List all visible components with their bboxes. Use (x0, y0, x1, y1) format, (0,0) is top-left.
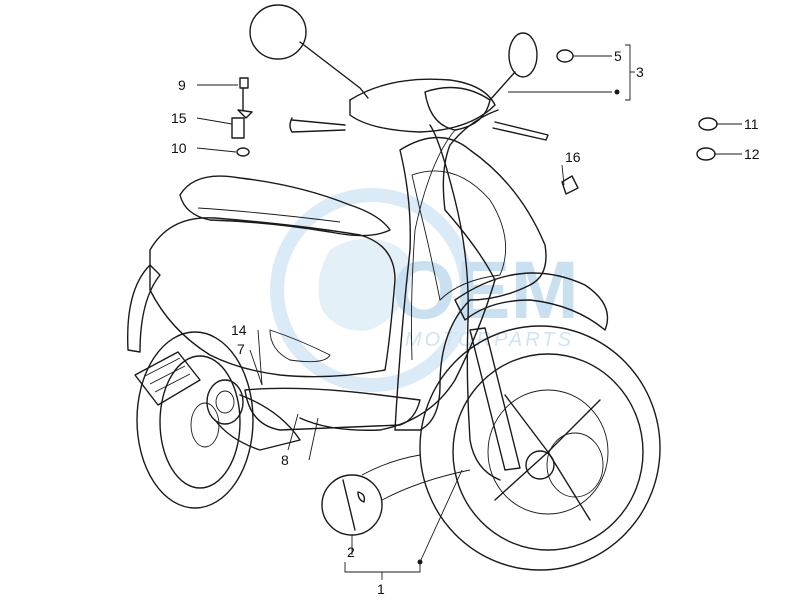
floorboard (244, 387, 421, 431)
rear-mudguard (126, 264, 161, 353)
watermark: OEM MOTORPARTS (270, 188, 579, 392)
bolt-assembly (231, 77, 253, 157)
handlebar-right (492, 121, 549, 141)
callout-7: 7 (237, 341, 245, 357)
seat-seam (197, 207, 341, 223)
callout-15: 16 (565, 149, 581, 165)
callout-14: 14 (231, 322, 247, 338)
callout-12: 12 (744, 146, 760, 162)
ring-5 (556, 49, 574, 63)
ring-12 (696, 147, 716, 161)
ring-11 (698, 117, 718, 131)
front-brake-hose (410, 129, 456, 361)
throttle-cable (299, 109, 499, 431)
front-wheel (419, 325, 661, 571)
scooter-illustration (126, 4, 718, 571)
callout-10: 10 (171, 140, 187, 156)
front-leg-shield (394, 136, 547, 431)
callout-11: 11 (744, 116, 759, 132)
watermark-globe-continent (318, 238, 413, 331)
callout-leaders (196, 44, 742, 580)
handlebar-left (289, 117, 346, 133)
callout-5: 5 (614, 48, 622, 64)
callout-8: 8 (281, 452, 289, 468)
callout-3: 3 (636, 64, 644, 80)
left-mirror (249, 4, 369, 99)
rear-body (149, 217, 396, 378)
detail-inset (321, 454, 471, 536)
callout-labels: 9 15 10 5 3 11 12 16 14 7 8 2 1 (171, 48, 760, 597)
windscreen (424, 86, 491, 131)
seat (179, 175, 391, 237)
muffler (134, 351, 201, 406)
cable-clip-15 (561, 175, 579, 195)
brake-cable (429, 124, 501, 481)
watermark-brand: OEM (392, 245, 579, 336)
callout-13: 15 (171, 110, 187, 126)
watermark-globe-ring (270, 188, 474, 392)
headset (349, 78, 496, 133)
right-mirror (489, 32, 538, 101)
callout-2: 2 (347, 544, 355, 560)
front-fork (469, 327, 521, 471)
rear-wheel (136, 331, 254, 509)
front-shield-panel (411, 170, 507, 301)
front-fender (454, 272, 609, 331)
rear-body-side (269, 329, 331, 363)
callout-9: 9 (178, 77, 186, 93)
transmission-case (206, 379, 301, 451)
callout-1: 1 (377, 581, 385, 597)
